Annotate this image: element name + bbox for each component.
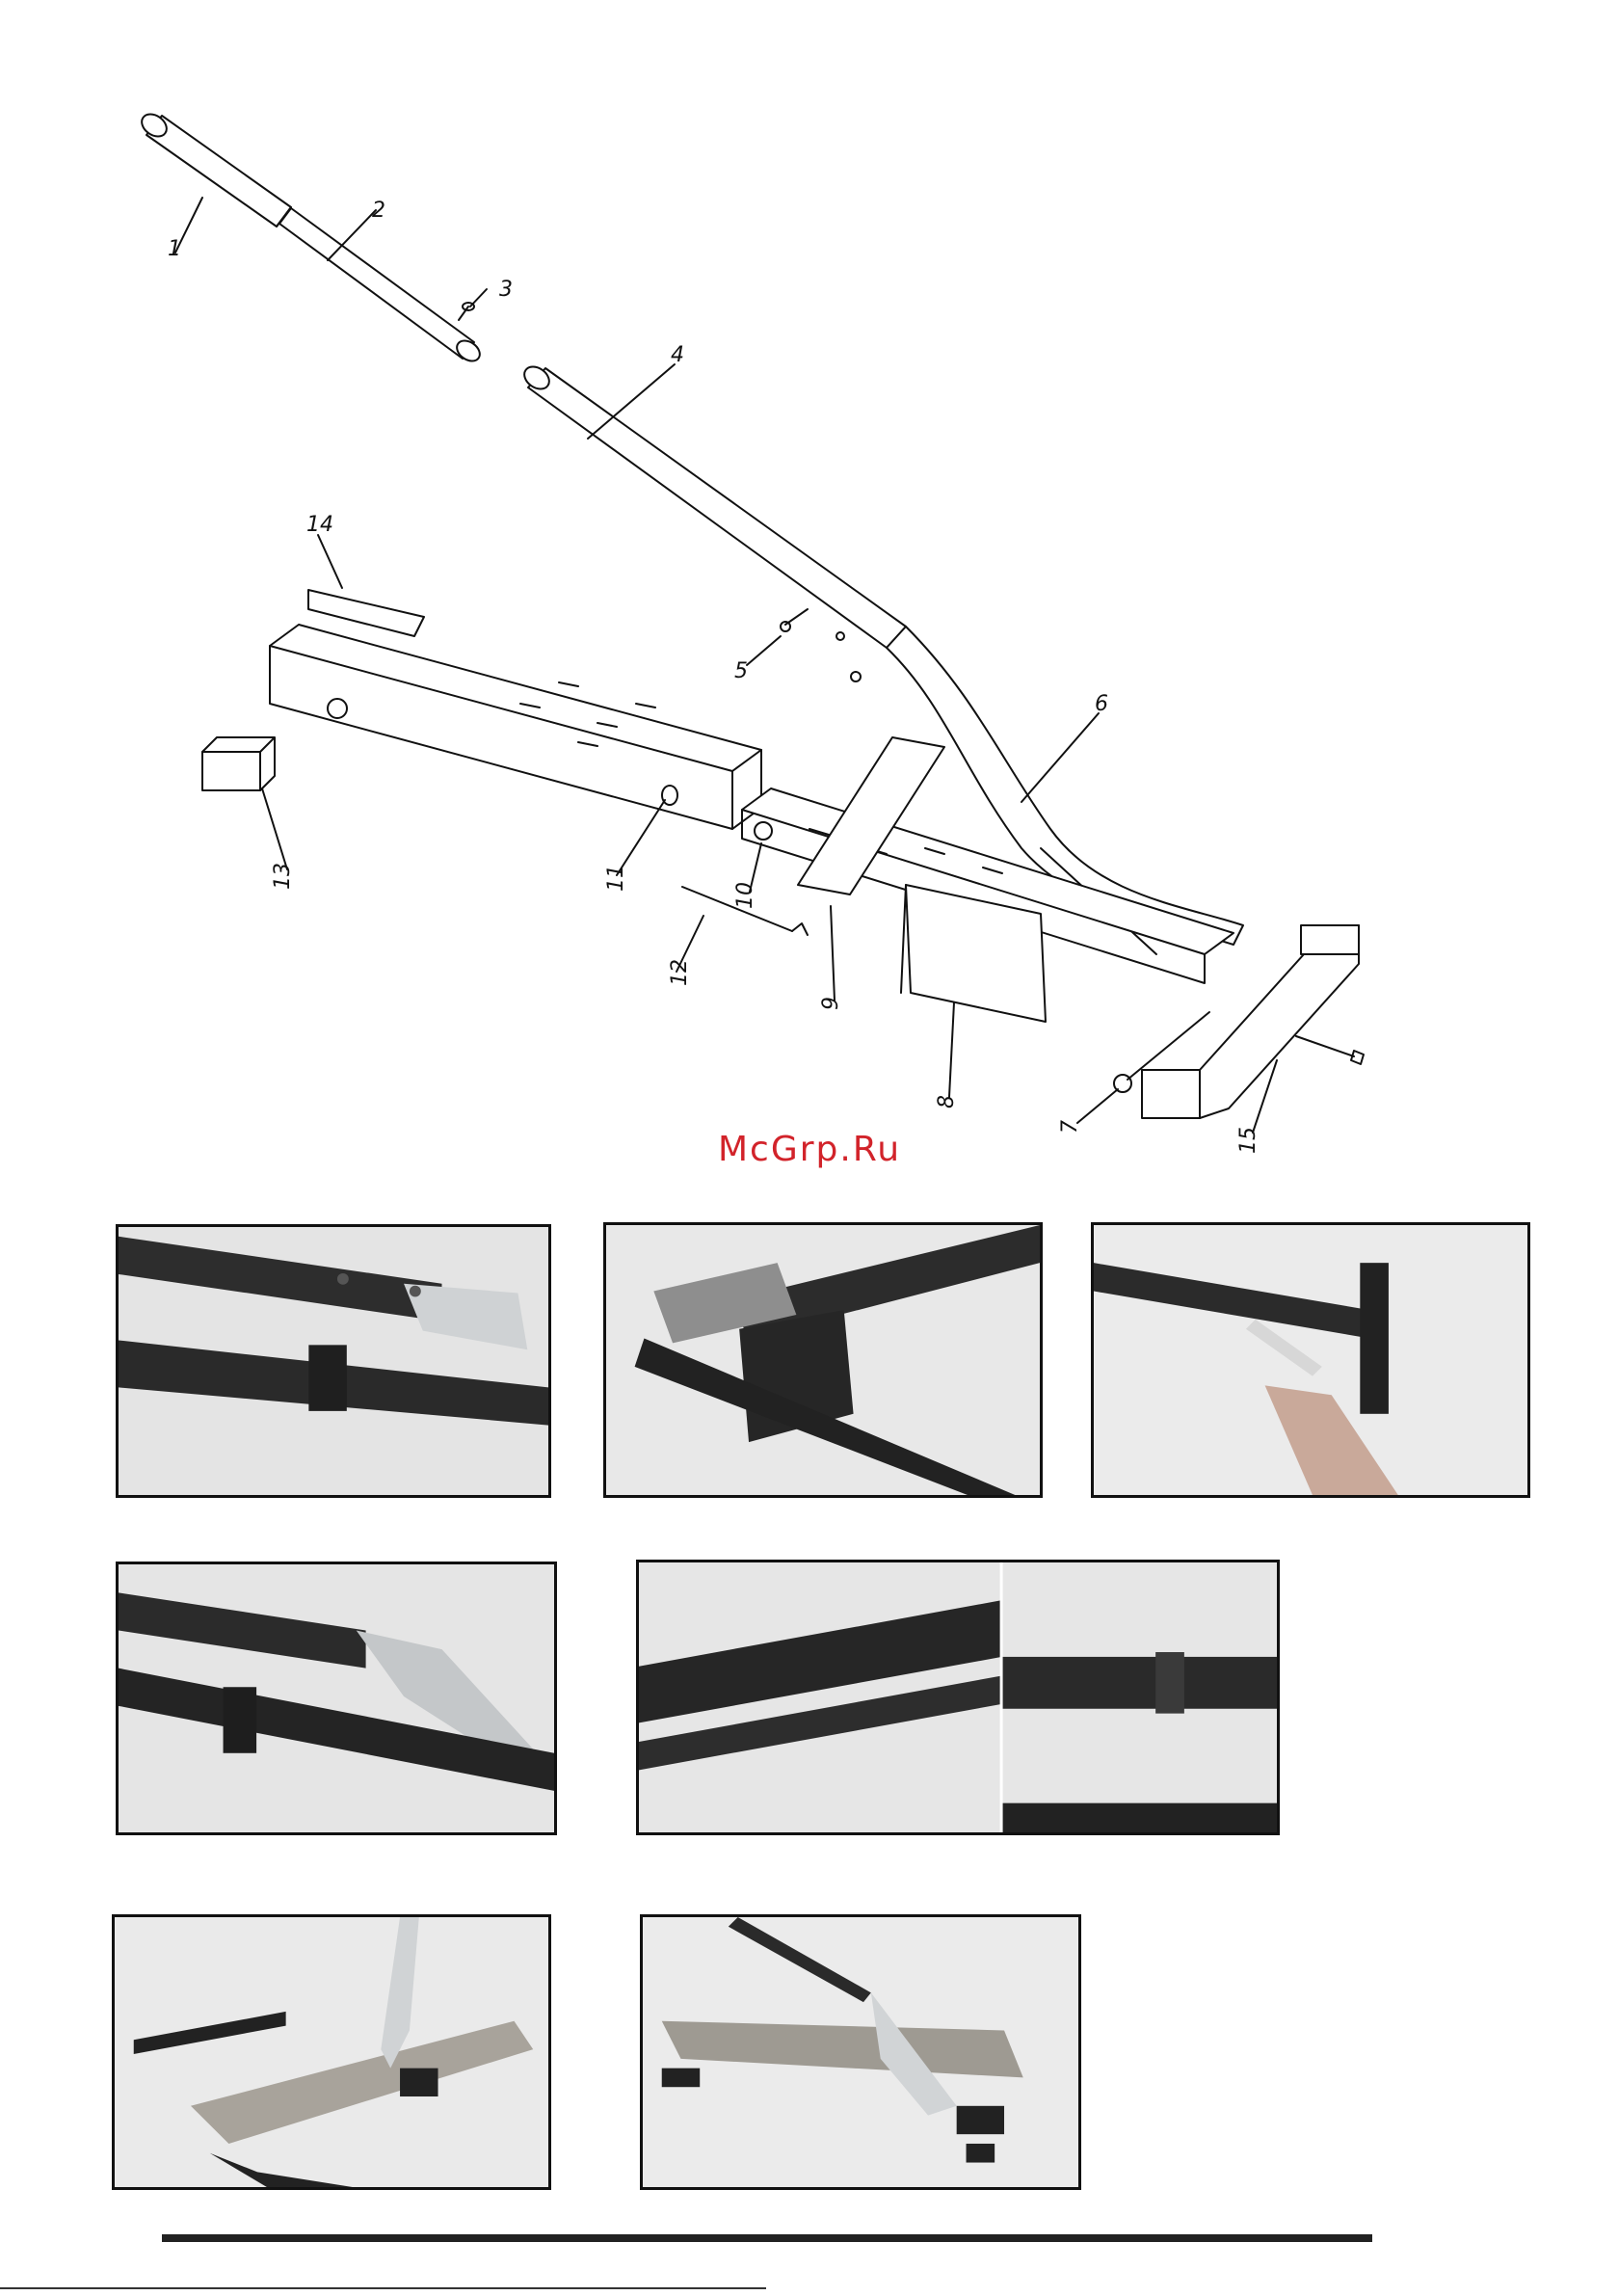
part-1-grip (138, 110, 291, 227)
photo-handle-and-fence (603, 1222, 1043, 1498)
callout-9: 9 (821, 997, 842, 1010)
photo-cutter-with-plank-side (112, 1914, 551, 2190)
photo-cutter-with-plank-front (640, 1914, 1081, 2190)
callout-10: 10 (735, 882, 756, 909)
callout-12: 12 (670, 959, 691, 986)
photo-handle-tube-joint (636, 1560, 1280, 1835)
photo-blade-pivot-closeup (116, 1224, 551, 1498)
footer-rule (162, 2234, 1372, 2242)
callout-5: 5 (734, 661, 748, 682)
callout-4: 4 (671, 345, 684, 366)
callout-7: 7 (1060, 1120, 1081, 1134)
part-10 (755, 822, 772, 840)
part-8-card (901, 885, 1046, 1022)
callout-13: 13 (273, 863, 294, 890)
callout-15: 15 (1238, 1127, 1260, 1154)
part-5-pin (781, 609, 808, 631)
callout-14: 14 (306, 515, 333, 536)
part-15-bolt (1296, 1036, 1364, 1064)
part-right-foot (1142, 925, 1359, 1118)
photo-blade-cutting-edge (116, 1562, 557, 1835)
part-13-foot (202, 699, 347, 790)
page-edge-line (0, 2287, 766, 2289)
watermark: McGrp.Ru (718, 1130, 901, 1169)
callout-8: 8 (937, 1095, 958, 1108)
photo-inserting-pivot-pin (1091, 1222, 1530, 1498)
part-2-tube (279, 208, 484, 365)
callout-6: 6 (1095, 694, 1108, 715)
part-14-rail (270, 590, 761, 829)
exploded-parts-diagram (0, 0, 1618, 1176)
callout-11: 11 (606, 865, 627, 892)
callout-1: 1 (168, 239, 181, 260)
callout-2: 2 (372, 200, 385, 222)
callout-3: 3 (499, 280, 513, 301)
part-4-arm (520, 362, 906, 681)
